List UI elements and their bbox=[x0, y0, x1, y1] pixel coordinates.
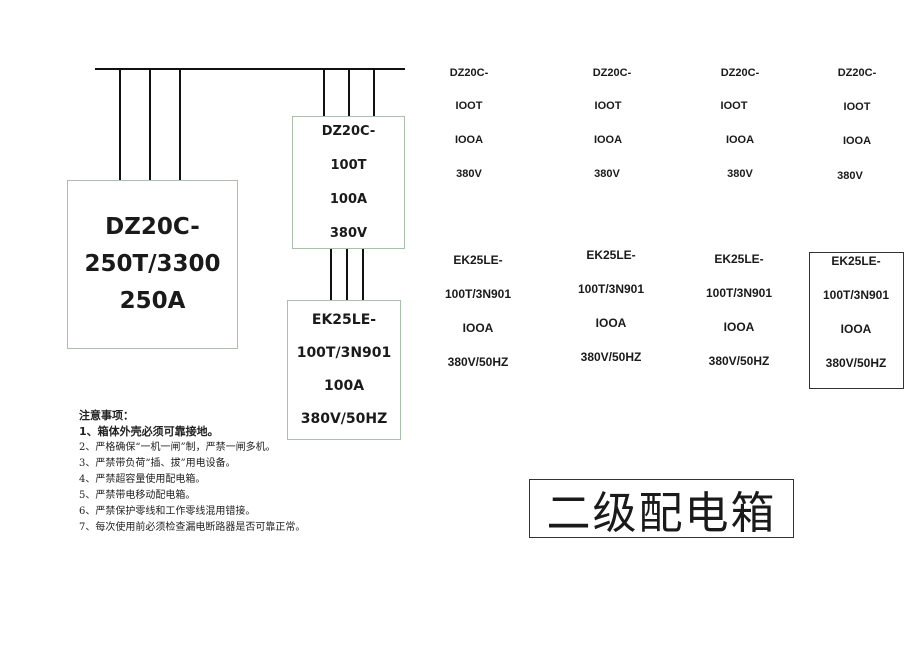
main-breaker-model: DZ20C- bbox=[105, 214, 200, 240]
main-bus-bar bbox=[95, 68, 405, 70]
ek-label-rating: 100T/3N901 bbox=[822, 288, 890, 302]
note-item: 5、严禁带电移动配电箱。 bbox=[79, 490, 196, 501]
ek-highlight-box bbox=[809, 252, 904, 389]
dz-label-model: DZ20C- bbox=[720, 67, 760, 79]
note-item: 3、严禁带负荷“插、拔”用电设备。 bbox=[79, 458, 236, 469]
main-breaker-wire bbox=[119, 68, 121, 180]
branch-breaker-rating: 100T bbox=[330, 157, 367, 173]
main-breaker-current: 250A bbox=[119, 288, 186, 314]
leakage-breaker-voltage: 380V/50HZ bbox=[300, 411, 388, 427]
ek-label-rating: 100T/3N901 bbox=[705, 286, 773, 300]
ek-label-current: IOOA bbox=[723, 320, 755, 334]
ek-label-voltage: 380V/50HZ bbox=[708, 354, 770, 368]
notes-title: 注意事项： bbox=[79, 409, 134, 422]
dz-label-current: IOOA bbox=[842, 135, 872, 147]
dz-label-rating: IOOT bbox=[594, 100, 622, 112]
note-item: 7、每次使用前必须检查漏电断路器是否可靠正常。 bbox=[79, 522, 306, 533]
leakage-breaker-wire bbox=[362, 249, 364, 300]
leakage-breaker-model: EK25LE- bbox=[311, 312, 377, 328]
dz-label-voltage: 380V bbox=[727, 168, 753, 180]
ek-label-model: EK25LE- bbox=[453, 253, 503, 267]
ek-label-rating: 100T/3N901 bbox=[577, 282, 645, 296]
branch-breaker-voltage: 380V bbox=[329, 225, 368, 241]
ek-label-current: IOOA bbox=[595, 316, 627, 330]
ek-label-voltage: 380V/50HZ bbox=[825, 356, 887, 370]
leakage-breaker-box: EK25LE- 100T/3N901 100A 380V/50HZ bbox=[287, 300, 401, 440]
dz-label-rating: IOOT bbox=[455, 100, 483, 112]
dz-label-model: DZ20C- bbox=[449, 67, 489, 79]
dz-label-model: DZ20C- bbox=[837, 67, 877, 79]
ek-label-rating: 100T/3N901 bbox=[444, 287, 512, 301]
leakage-breaker-wire bbox=[346, 249, 348, 300]
ek-label-model: EK25LE- bbox=[714, 252, 764, 266]
branch-breaker-wire bbox=[373, 68, 375, 116]
note-item: 6、严禁保护零线和工作零线混用错接。 bbox=[79, 506, 256, 517]
main-breaker-rating: 250T/3300 bbox=[84, 251, 221, 277]
dz-label-rating: IOOT bbox=[843, 101, 871, 113]
note-item: 4、严禁超容量使用配电箱。 bbox=[79, 474, 206, 485]
dz-label-current: IOOA bbox=[725, 134, 755, 146]
dz-label-rating: IOOT bbox=[720, 100, 748, 112]
leakage-breaker-current: 100A bbox=[323, 378, 365, 394]
branch-breaker-box: DZ20C- 100T 100A 380V bbox=[292, 116, 405, 249]
dz-label-voltage: 380V bbox=[837, 170, 863, 182]
ek-label-model: EK25LE- bbox=[586, 248, 636, 262]
note-item: 2、严格确保“一机一闸”制，严禁一闸多机。 bbox=[79, 442, 276, 453]
ek-label-current: IOOA bbox=[840, 322, 872, 336]
safety-notes: 注意事项： 1、箱体外壳必须可靠接地。 2、严格确保“一机一闸”制，严禁一闸多机… bbox=[79, 408, 305, 536]
dz-label-voltage: 380V bbox=[456, 168, 482, 180]
branch-breaker-wire bbox=[348, 68, 350, 116]
ek-label-model: EK25LE- bbox=[831, 254, 881, 268]
ek-label-current: IOOA bbox=[462, 321, 494, 335]
distribution-box-title: 二级配电箱 bbox=[529, 479, 794, 539]
main-breaker-wire bbox=[149, 68, 151, 180]
ek-label-voltage: 380V/50HZ bbox=[447, 355, 509, 369]
dz-label-current: IOOA bbox=[454, 134, 484, 146]
branch-breaker-current: 100A bbox=[329, 191, 368, 207]
dz-label-current: IOOA bbox=[593, 134, 623, 146]
note-item: 1、箱体外壳必须可靠接地。 bbox=[79, 425, 219, 438]
main-breaker-box: DZ20C- 250T/3300 250A bbox=[67, 180, 238, 349]
dz-label-model: DZ20C- bbox=[592, 67, 632, 79]
main-breaker-wire bbox=[179, 68, 181, 180]
branch-breaker-wire bbox=[323, 68, 325, 116]
branch-breaker-model: DZ20C- bbox=[321, 123, 376, 139]
leakage-breaker-wire bbox=[330, 249, 332, 300]
ek-label-voltage: 380V/50HZ bbox=[580, 350, 642, 364]
leakage-breaker-rating: 100T/3N901 bbox=[296, 345, 392, 361]
dz-label-voltage: 380V bbox=[594, 168, 620, 180]
